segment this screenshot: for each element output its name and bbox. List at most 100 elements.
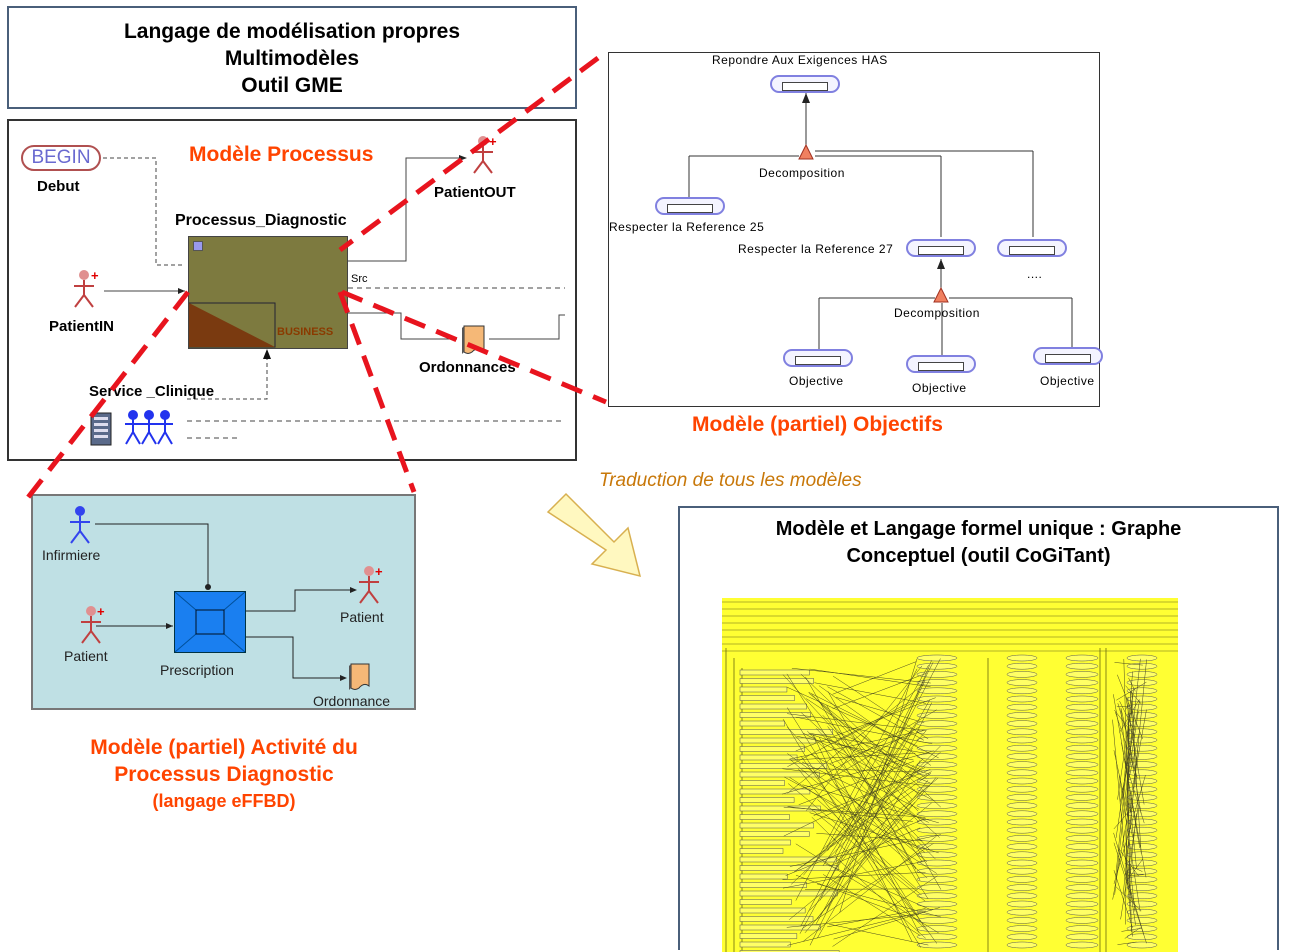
conceptual-graph-drawing [722,598,1178,952]
graph-edge [836,858,925,939]
graph-relation-oval [1066,696,1098,702]
processus-diagnostic-block[interactable]: BUSINESS [188,236,348,349]
graph-relation-oval [1066,680,1098,686]
graph-relation-oval [1127,671,1157,677]
graph-relation-oval [1007,827,1037,833]
graph-relation-oval [1007,680,1037,686]
objective-top-node[interactable] [770,75,840,93]
graph-relation-oval [1066,860,1098,866]
graph-relation-oval [917,827,957,833]
objective-node-2[interactable] [906,355,976,373]
graph-relation-oval [1007,942,1037,948]
graph-relation-oval [1066,942,1098,948]
graph-concept-box [740,900,791,905]
patient-in-activity-icon[interactable]: + [78,605,108,645]
graph-relation-oval [1066,786,1098,792]
graph-relation-oval [1066,663,1098,669]
graph-relation-oval [917,712,957,718]
graph-edge [823,752,941,849]
graph-concept-box [740,781,785,786]
infirmiere-actor-icon[interactable] [67,505,93,545]
ordonnances-document-icon[interactable] [460,324,488,356]
graph-relation-oval [1066,778,1098,784]
objective-node-1[interactable] [783,349,853,367]
graph-relation-oval [1066,753,1098,759]
graph-relation-oval [1007,753,1037,759]
decomposition-1-label: Decomposition [759,166,845,180]
graph-relation-oval [1066,737,1098,743]
other-objective-node[interactable] [997,239,1067,257]
dots-label: .... [1027,267,1042,281]
graph-relation-oval [917,811,957,817]
objective-3-label: Objective [1040,374,1095,388]
graph-edge [827,909,925,927]
patient-out-activity-icon[interactable]: + [356,565,386,605]
graph-relation-oval [1066,885,1098,891]
graph-relation-oval [917,696,957,702]
graph-relation-oval [1007,819,1037,825]
translation-arrow-icon [544,486,654,586]
process-model-title: Modèle Processus [189,143,373,167]
graph-relation-oval [1066,827,1098,833]
reference-25-node[interactable] [655,197,725,215]
graph-relation-oval [917,852,957,858]
src-label: Src [351,273,368,285]
service-building-icon [89,411,115,447]
graph-relation-oval [917,786,957,792]
debut-label: Debut [37,178,80,195]
formal-model-panel: Modèle et Langage formel unique : Graphe… [678,506,1279,950]
reference-27-node[interactable] [906,239,976,257]
objective-node-3[interactable] [1033,347,1103,365]
graph-relation-oval [917,868,957,874]
reference-27-label: Respecter la Reference 27 [738,242,893,256]
service-clinique-label: Service _Clinique [89,383,214,400]
graph-relation-oval [917,893,957,899]
graph-concept-box [740,832,809,837]
title-box: Langage de modélisation propres Multimod… [7,6,577,109]
graph-concept-box [740,823,814,828]
graph-relation-oval [1007,786,1037,792]
graph-edge [819,737,919,933]
graph-relation-oval [1007,794,1037,800]
graph-relation-oval [1007,663,1037,669]
graph-relation-oval [1066,811,1098,817]
graph-relation-oval [1066,835,1098,841]
service-staff-icon [123,408,183,448]
patient-out-actor-icon[interactable]: + [470,135,500,175]
ordonnances-label: Ordonnances [419,359,516,376]
graph-relation-oval [1007,844,1037,850]
graph-relation-oval [1066,934,1098,940]
patient-in-actor-icon[interactable]: + [71,269,101,309]
graph-relation-oval [1007,721,1037,727]
graph-edge [805,889,917,890]
graph-relation-oval [1066,762,1098,768]
ordonnance-document-icon[interactable] [347,662,373,692]
graph-concept-box [740,874,787,879]
title-line-1: Langage de modélisation propres [9,18,575,45]
graph-relation-oval [1066,926,1098,932]
graph-relation-oval [1066,876,1098,882]
graph-relation-oval [1007,696,1037,702]
formal-title-line-1: Modèle et Langage formel unique : Graphe [680,516,1277,543]
graph-relation-oval [1007,893,1037,899]
graph-relation-oval [1007,909,1037,915]
formal-title-line-2: Conceptuel (outil CoGiTant) [680,543,1277,570]
begin-node[interactable]: BEGIN [21,145,101,171]
prescription-block[interactable] [174,591,246,653]
graph-relation-oval [1007,655,1037,661]
objectives-caption: Modèle (partiel) Objectifs [692,413,943,437]
title-box-text: Langage de modélisation propres Multimod… [9,18,575,99]
formal-model-title: Modèle et Langage formel unique : Graphe… [680,516,1277,570]
graph-relation-oval [917,704,957,710]
process-name-label: Processus_Diagnostic [175,212,347,230]
graph-relation-oval [1007,671,1037,677]
graph-edge [827,660,932,911]
graph-relation-oval [1007,712,1037,718]
graph-relation-oval [1127,655,1157,661]
graph-relation-oval [1007,868,1037,874]
graph-relation-oval [1007,926,1037,932]
graph-relation-oval [1007,737,1037,743]
graph-relation-oval [1007,876,1037,882]
activity-caption: Modèle (partiel) Activité du Processus D… [24,734,424,815]
graph-relation-oval [1007,811,1037,817]
